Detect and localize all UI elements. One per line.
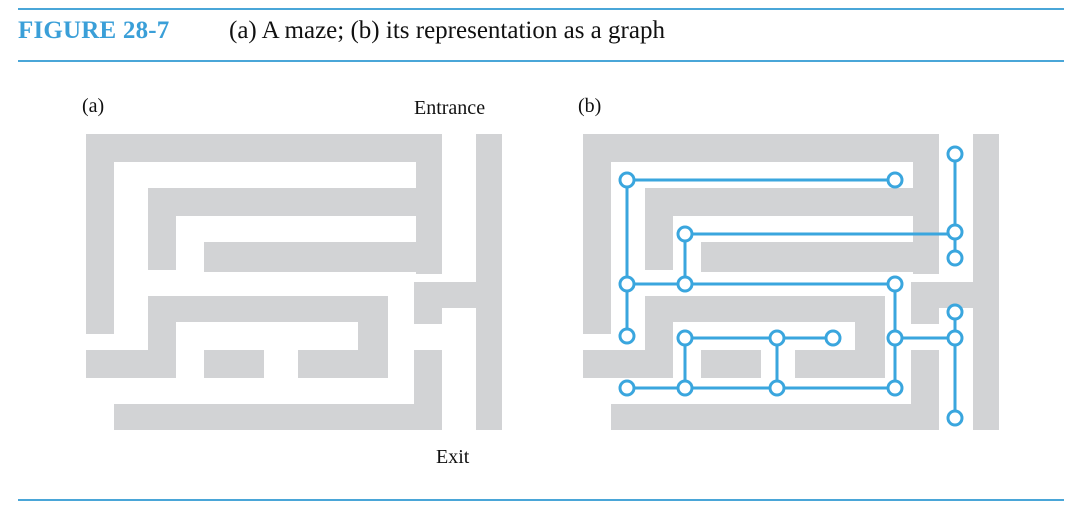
panel-b-label: (b) xyxy=(578,95,602,117)
wall xyxy=(645,296,673,378)
graph-node xyxy=(618,327,636,345)
graph-node xyxy=(618,171,636,189)
wall xyxy=(414,350,442,430)
entrance-label: Entrance xyxy=(414,97,486,119)
graph-node xyxy=(946,223,964,241)
exit-label: Exit xyxy=(436,446,470,468)
wall xyxy=(298,350,388,378)
graph-node xyxy=(618,379,636,397)
wall xyxy=(114,404,414,430)
wall xyxy=(86,134,442,162)
wall xyxy=(148,296,176,378)
header-rule xyxy=(18,60,1064,62)
graph-node xyxy=(824,329,842,347)
top-rule xyxy=(18,8,1064,10)
wall xyxy=(148,296,388,322)
graph-nodes xyxy=(618,145,964,427)
graph-node xyxy=(676,379,694,397)
panel-a-label: (a) xyxy=(82,95,105,117)
wall xyxy=(911,282,939,324)
graph-node xyxy=(946,303,964,321)
wall xyxy=(148,188,418,216)
wall xyxy=(414,282,442,324)
wall xyxy=(86,134,114,334)
graph-node xyxy=(886,329,904,347)
graph-node xyxy=(946,145,964,163)
wall xyxy=(476,134,502,430)
wall xyxy=(645,188,673,270)
figure-caption: (a) A maze; (b) its representation as a … xyxy=(229,17,665,44)
maze-b-walls xyxy=(583,134,999,430)
graph-node xyxy=(676,225,694,243)
graph-node xyxy=(768,329,786,347)
graph-node xyxy=(886,379,904,397)
graph-node xyxy=(768,379,786,397)
graph-node xyxy=(886,171,904,189)
wall xyxy=(148,188,176,270)
graph-node xyxy=(618,275,636,293)
graph-node xyxy=(946,249,964,267)
wall xyxy=(583,134,939,162)
wall xyxy=(701,350,761,378)
wall xyxy=(645,188,915,216)
wall xyxy=(611,404,911,430)
graph-node xyxy=(676,329,694,347)
wall xyxy=(795,350,885,378)
graph-node xyxy=(676,275,694,293)
wall xyxy=(911,350,939,430)
graph-node xyxy=(946,409,964,427)
maze-a-walls xyxy=(86,134,502,430)
maze-b xyxy=(583,134,999,430)
wall xyxy=(204,242,442,272)
wall xyxy=(973,134,999,430)
wall xyxy=(701,242,939,272)
figure-label: FIGURE 28-7 xyxy=(18,17,170,44)
wall xyxy=(204,350,264,378)
bottom-rule xyxy=(18,499,1064,501)
maze-a xyxy=(86,134,502,430)
graph-node xyxy=(886,275,904,293)
wall xyxy=(645,296,885,322)
wall xyxy=(583,134,611,334)
graph-node xyxy=(946,329,964,347)
